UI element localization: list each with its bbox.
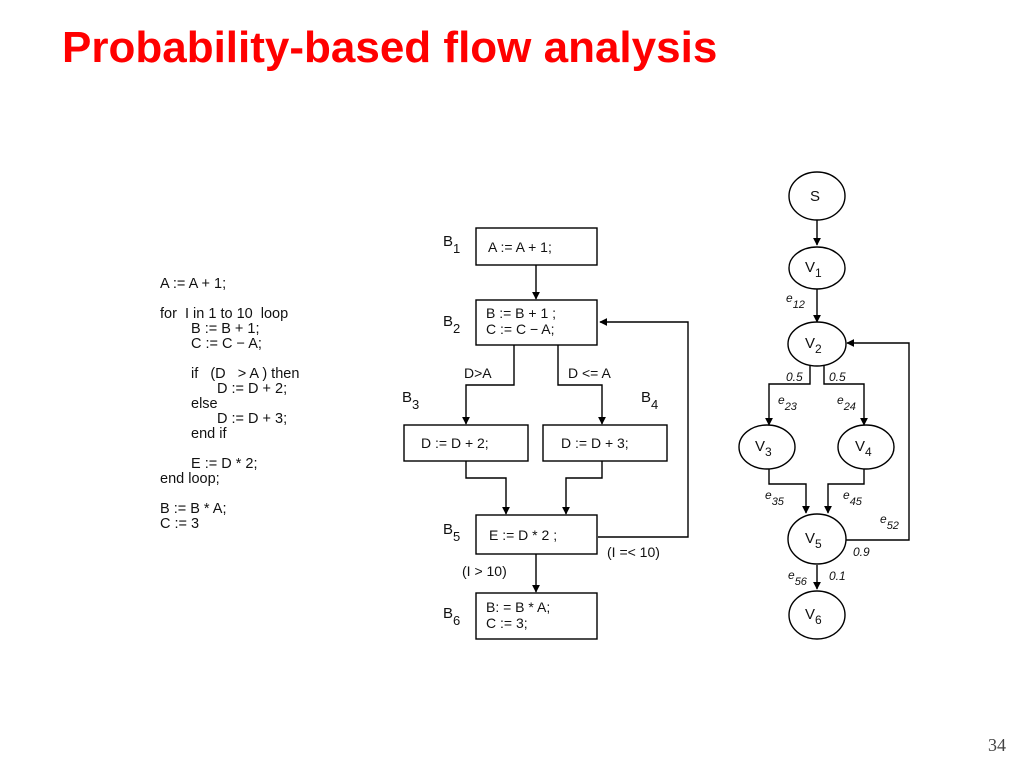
- cfg-block-code: A := A + 1; B := B + 1 ; C := C − A; D :…: [421, 239, 629, 631]
- node-s-label: S: [810, 188, 820, 205]
- prob-v5-v2: 0.9: [853, 545, 870, 559]
- code-listing: A := A + 1; for I in 1 to 10 loop B := B…: [160, 277, 299, 532]
- cfg-edges: [462, 265, 689, 593]
- code-line: B := B + 1;: [191, 321, 260, 337]
- node-v6: [788, 590, 846, 640]
- control-flow-graph: A := A + 1; B := B + 1 ; C := C − A; D :…: [402, 227, 689, 640]
- block-b6-code: C := 3;: [486, 615, 528, 631]
- edge-v4-v5: [824, 469, 865, 514]
- code-line: end loop;: [160, 471, 220, 487]
- code-line: else: [191, 396, 218, 412]
- edge-label-e56: e56: [788, 568, 808, 588]
- block-b6-label: B6: [443, 605, 460, 628]
- graph-node-labels: S V1 V2 V3 V4 V5 V6: [755, 188, 872, 627]
- node-v2-label: V2: [805, 335, 822, 356]
- block-b2-code: B := B + 1 ;: [486, 305, 556, 321]
- edge-b5-b2-loop: [598, 318, 689, 538]
- edge-label-d-le-a: D <= A: [568, 365, 611, 381]
- edge-b4-b5: [562, 461, 603, 515]
- block-b3: [403, 424, 529, 462]
- prob-v2-v4: 0.5: [829, 370, 846, 384]
- block-b2-code: C := C − A;: [486, 321, 554, 337]
- node-v4: [837, 424, 895, 470]
- edge-label-loop-condition: (I =< 10): [607, 544, 660, 560]
- graph-node-shapes: [738, 171, 895, 640]
- block-b5-label: B5: [443, 521, 460, 544]
- node-v4-label: V4: [855, 438, 872, 459]
- block-b4: [542, 424, 668, 462]
- block-b6: [475, 592, 598, 640]
- prob-v2-v3: 0.5: [786, 370, 803, 384]
- edge-label-exit-condition: (I > 10): [462, 563, 507, 579]
- edge-v2-v4: [823, 365, 868, 426]
- probability-graph: S V1 V2 V3 V4 V5 V6 e12 e23 e24 e35 e45 …: [738, 171, 910, 640]
- edge-label-e23: e23: [778, 393, 798, 413]
- block-b6-code: B: = B * A;: [486, 599, 550, 615]
- block-b3-label: B3: [402, 389, 419, 412]
- code-line: D := D + 2;: [217, 381, 288, 397]
- page-number: 34: [988, 735, 1006, 755]
- edge-label-e35: e35: [765, 488, 785, 508]
- edge-b2-b4: [557, 345, 606, 425]
- block-b4-code: D := D + 3;: [561, 435, 629, 451]
- code-line: for I in 1 to 10 loop: [160, 306, 289, 322]
- slide-title: Probability-based flow analysis: [62, 23, 718, 72]
- block-b1-code: A := A + 1;: [488, 239, 552, 255]
- code-line: A := A + 1;: [160, 276, 227, 292]
- edge-b3-b5: [465, 461, 510, 515]
- node-v2: [787, 321, 847, 367]
- code-line: if (D > A ) then: [191, 366, 300, 382]
- block-b4-label: B4: [641, 389, 658, 412]
- edge-label-d-gt-a: D>A: [464, 365, 492, 381]
- node-v1-label: V1: [805, 259, 822, 280]
- code-line: E := D * 2;: [191, 456, 258, 472]
- edge-b2-b3: [462, 345, 515, 425]
- cfg-block-boxes: [403, 227, 668, 640]
- node-v3: [738, 424, 796, 470]
- cfg-edge-labels: D>A D <= A (I =< 10) (I > 10): [462, 365, 660, 579]
- graph-probabilities: 0.5 0.5 0.9 0.1: [786, 370, 870, 583]
- edge-label-e52: e52: [880, 512, 899, 532]
- edge-v5-v2-loop: [845, 339, 910, 541]
- block-b1: [475, 227, 598, 266]
- edge-label-e12: e12: [786, 291, 805, 311]
- code-line: C := C − A;: [191, 336, 262, 352]
- edge-v3-v5: [768, 469, 810, 514]
- graph-edges: [765, 220, 910, 590]
- node-v6-label: V6: [805, 606, 822, 627]
- code-line: D := D + 3;: [217, 411, 288, 427]
- node-s: [788, 171, 846, 221]
- node-v3-label: V3: [755, 438, 772, 459]
- graph-edge-labels: e12 e23 e24 e35 e45 e52 e56: [765, 291, 899, 588]
- code-line: C := 3: [160, 516, 200, 532]
- block-b2: [475, 299, 598, 346]
- block-b5: [475, 514, 598, 555]
- node-v5: [787, 513, 847, 565]
- edge-label-e45: e45: [843, 488, 863, 508]
- cfg-block-labels: B1 B2 B3 B4 B5 B6: [402, 233, 658, 628]
- block-b1-label: B1: [443, 233, 460, 256]
- code-line: end if: [191, 426, 227, 442]
- code-line: B := B * A;: [160, 501, 227, 517]
- block-b5-code: E := D * 2 ;: [489, 527, 557, 543]
- block-b2-label: B2: [443, 313, 460, 336]
- edge-v2-v3: [765, 365, 811, 426]
- node-v1: [788, 246, 846, 290]
- block-b3-code: D := D + 2;: [421, 435, 489, 451]
- node-v5-label: V5: [805, 530, 822, 551]
- edge-label-e24: e24: [837, 393, 856, 413]
- prob-v5-v6: 0.1: [829, 569, 846, 583]
